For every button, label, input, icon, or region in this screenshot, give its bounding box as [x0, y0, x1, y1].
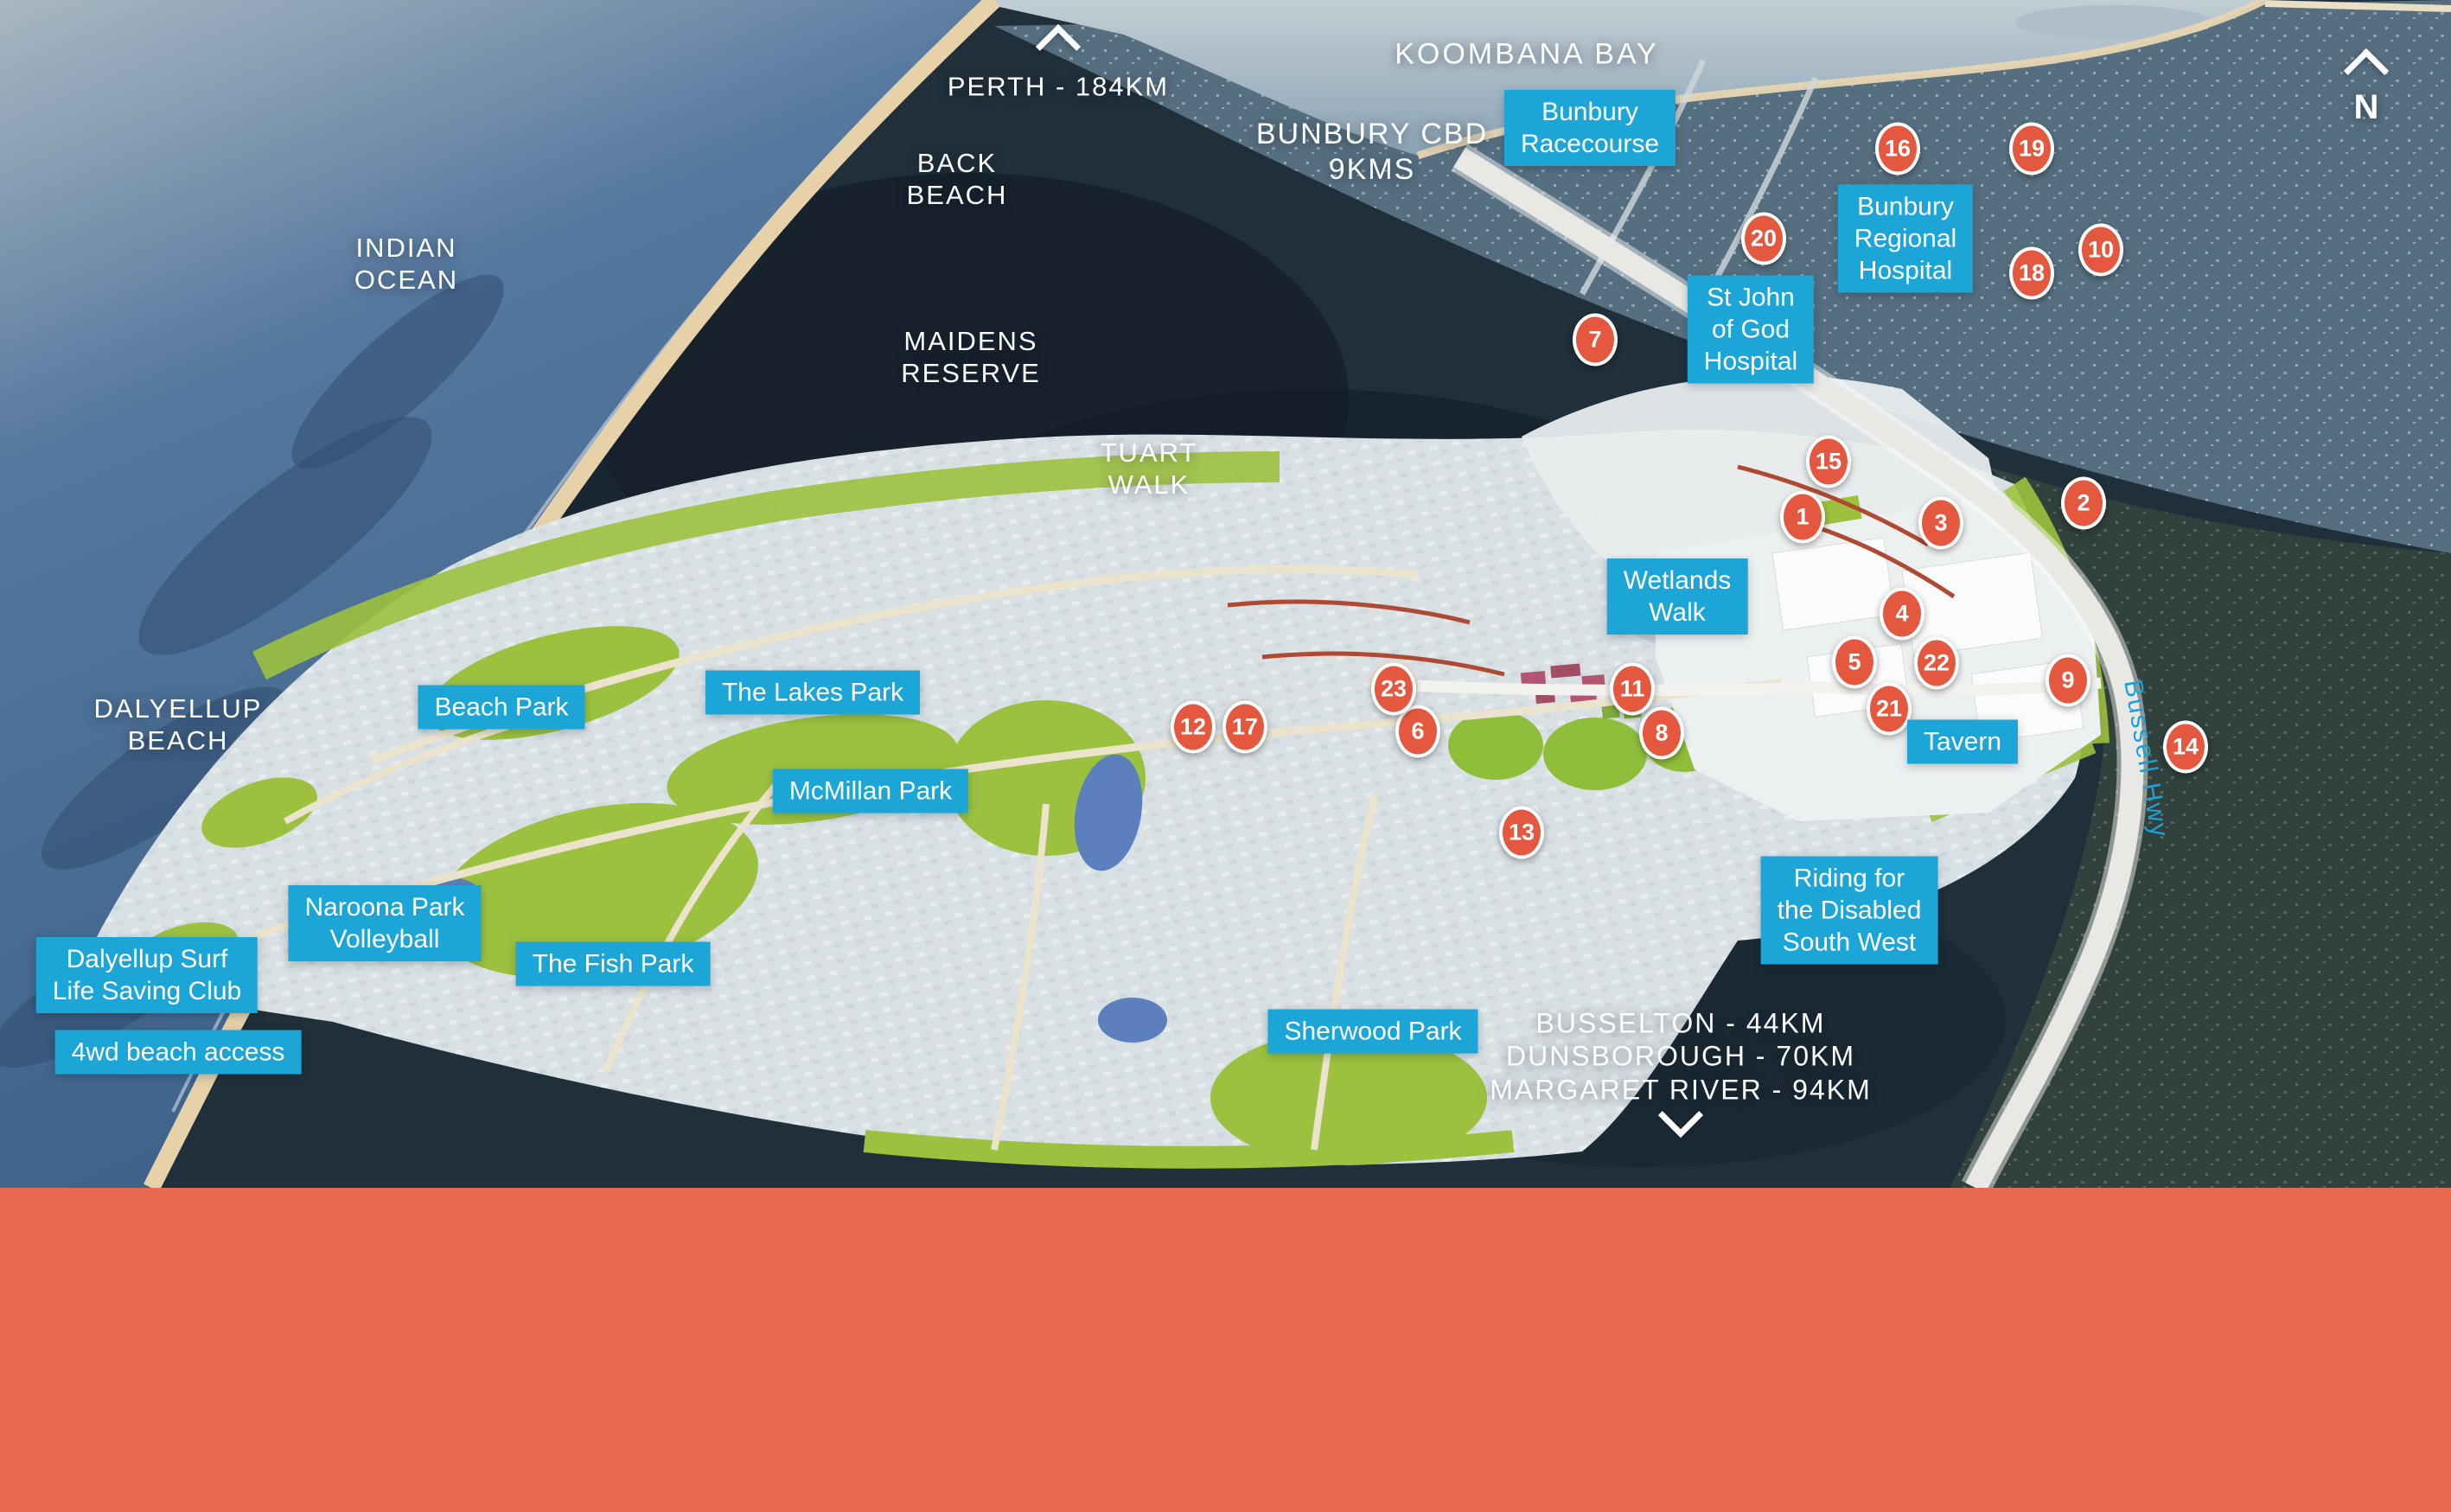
legend-panel — [0, 1188, 2451, 1512]
aerial-photo-artwork — [0, 0, 2451, 1188]
